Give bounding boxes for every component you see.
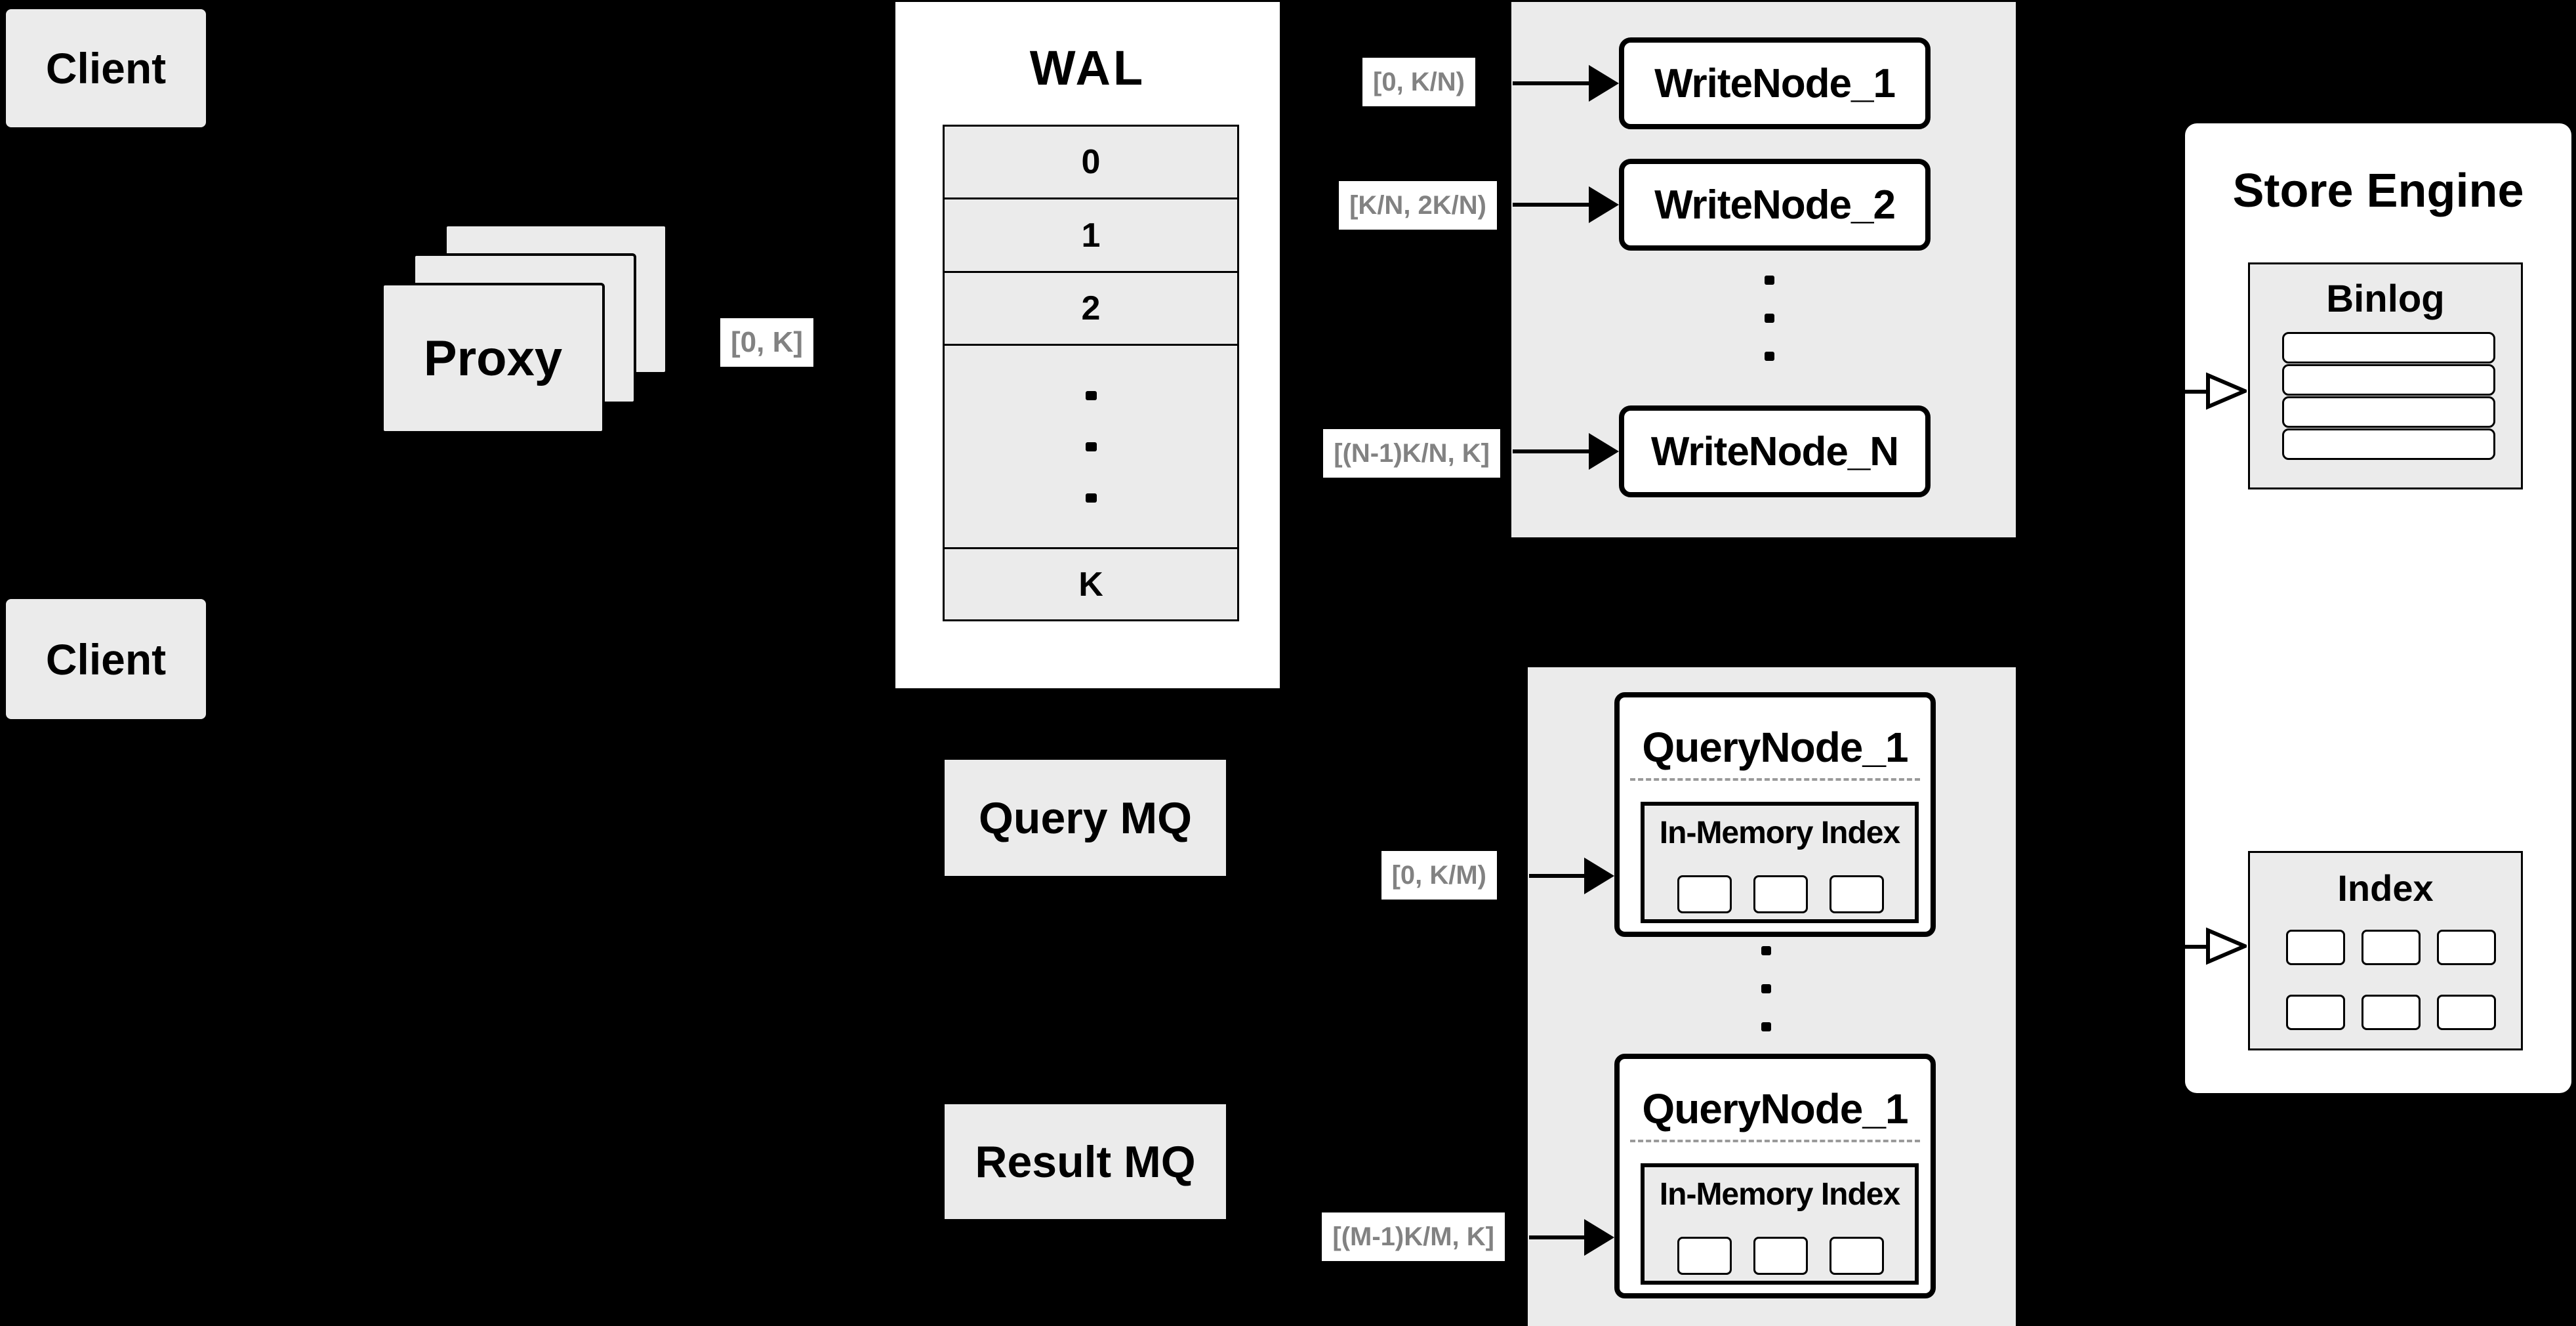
index-cell — [2286, 930, 2345, 965]
index-box: Index — [2248, 851, 2523, 1050]
ellipsis-vertical — [1765, 276, 1774, 361]
dashed-separator — [1630, 1140, 1920, 1142]
dashed-separator — [1630, 778, 1920, 781]
hollow-arrow-head-to-binlog — [2206, 372, 2247, 410]
binlog-row — [2282, 364, 2495, 396]
index-segment-cell — [1753, 1237, 1808, 1275]
arrow-head-to-write-node-n — [1589, 433, 1619, 470]
query-node-bottom: QueryNode_1 In-Memory Index — [1614, 1054, 1936, 1298]
wal-segment-table: 0 1 2 K — [943, 125, 1239, 621]
index-cell — [2361, 930, 2421, 965]
arrow-head-to-write-node-2 — [1589, 186, 1619, 223]
index-segment-cell — [1677, 875, 1732, 913]
arrow-line-to-index — [2185, 945, 2211, 949]
index-segment-cell — [1753, 875, 1808, 913]
arrow-line-to-write-node-n — [1513, 449, 1591, 453]
proxy-node: Proxy — [381, 283, 605, 434]
range-label-write-node-2: [K/N, 2K/N) — [1339, 181, 1497, 230]
arrow-line-to-query-node-bottom — [1529, 1235, 1588, 1239]
index-cell — [2437, 930, 2496, 965]
binlog-row — [2282, 428, 2495, 460]
write-node-n: WriteNode_N — [1619, 405, 1931, 497]
ellipsis-vertical — [1761, 946, 1771, 1031]
range-label-write-node-1: [0, K/N) — [1362, 58, 1475, 106]
wal-segment-row: 0 — [943, 125, 1239, 199]
wal-segment-row: 1 — [943, 197, 1239, 273]
client-node-top: Client — [6, 9, 206, 127]
arrow-line-to-query-node-top — [1529, 874, 1588, 878]
client-node-bottom: Client — [6, 599, 206, 719]
index-segment-cell — [1830, 875, 1884, 913]
query-mq-node: Query MQ — [945, 760, 1226, 876]
index-cell — [2286, 995, 2345, 1030]
hollow-arrow-head-to-index — [2206, 927, 2247, 965]
index-segment-cell — [1830, 1237, 1884, 1275]
arrow-head-to-query-node-bottom — [1584, 1219, 1614, 1256]
index-cell — [2361, 995, 2421, 1030]
range-label-query-node-bottom: [(M-1)K/M, K] — [1322, 1212, 1505, 1261]
wal-segment-row: 2 — [943, 271, 1239, 346]
in-memory-index-box: In-Memory Index — [1641, 1163, 1919, 1285]
binlog-title: Binlog — [2326, 277, 2445, 320]
index-cell — [2437, 995, 2496, 1030]
arrow-head-to-write-node-1 — [1589, 65, 1619, 102]
query-node-title: QueryNode_1 — [1642, 723, 1908, 771]
write-node-1: WriteNode_1 — [1619, 37, 1931, 129]
index-segment-cell — [1677, 1237, 1732, 1275]
query-node-title: QueryNode_1 — [1642, 1085, 1908, 1132]
wal-title: WAL — [1029, 40, 1146, 95]
arrow-line-to-write-node-1 — [1513, 81, 1591, 85]
query-node-top: QueryNode_1 In-Memory Index — [1614, 692, 1936, 937]
index-title: Index — [2337, 867, 2434, 909]
ellipsis-vertical — [1085, 390, 1097, 503]
binlog-box: Binlog — [2248, 262, 2523, 489]
arrow-line-to-binlog — [2185, 390, 2211, 394]
result-mq-node: Result MQ — [945, 1104, 1226, 1219]
arrow-head-to-query-node-top — [1584, 858, 1614, 894]
in-memory-index-title: In-Memory Index — [1659, 815, 1900, 850]
in-memory-index-box: In-Memory Index — [1641, 802, 1919, 923]
store-engine-title: Store Engine — [2232, 164, 2524, 217]
range-label-write-node-n: [(N-1)K/N, K] — [1323, 429, 1500, 478]
arrow-line-to-write-node-2 — [1513, 203, 1591, 207]
binlog-row — [2282, 396, 2495, 428]
wal-ellipsis-row — [943, 344, 1239, 549]
wal-segment-row-last: K — [943, 547, 1239, 621]
range-label-query-node-top: [0, K/M) — [1381, 851, 1497, 900]
wal-panel: WAL 0 1 2 K — [895, 2, 1280, 688]
store-engine-panel: Store Engine Binlog Index — [2185, 123, 2571, 1093]
in-memory-index-title: In-Memory Index — [1659, 1176, 1900, 1212]
range-label-proxy-to-wal: [0, K] — [720, 318, 813, 367]
binlog-row — [2282, 332, 2495, 363]
write-node-2: WriteNode_2 — [1619, 159, 1931, 251]
